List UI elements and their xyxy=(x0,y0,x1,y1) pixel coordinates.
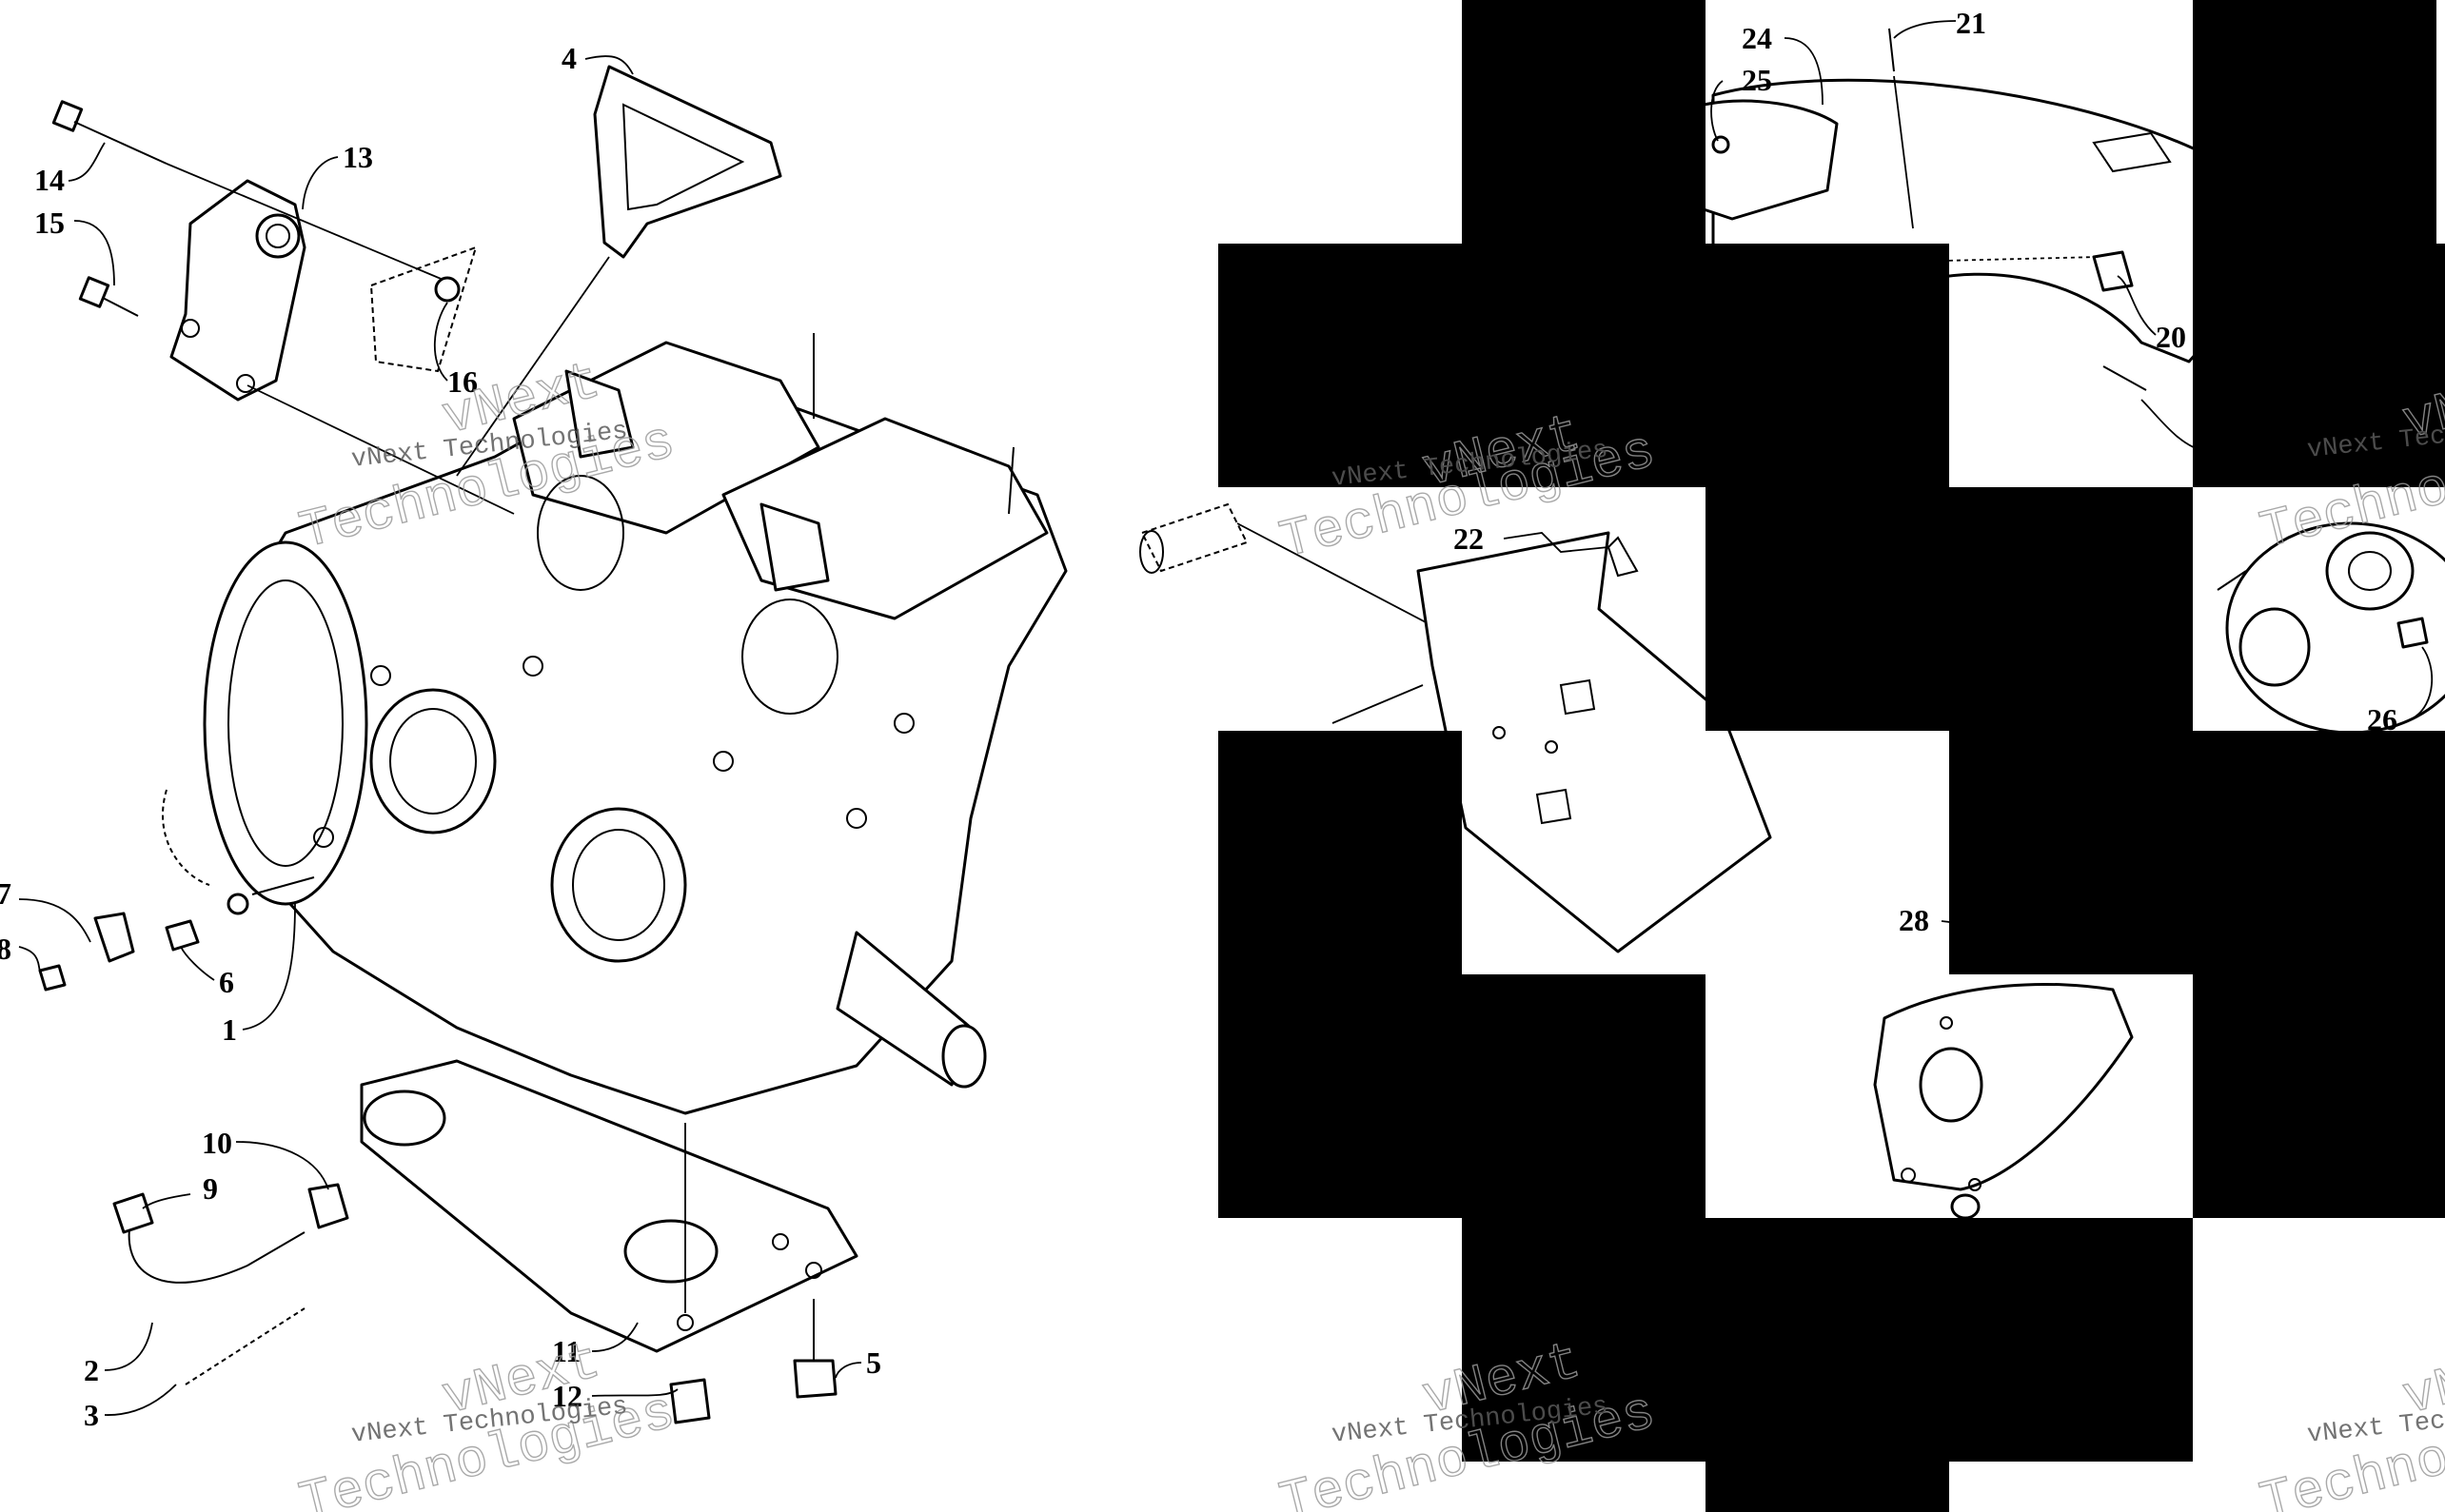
callout-labels: 1 2 3 4 5 6 7 8 9 10 11 12 13 14 15 16 2… xyxy=(0,6,2397,1432)
callout-20: 20 xyxy=(2156,320,2186,354)
callout-12: 12 xyxy=(552,1379,582,1413)
callout-4: 4 xyxy=(562,41,577,75)
watermark-6: vNext Technologies vNext Technologies xyxy=(2254,1330,2445,1512)
callout-14: 14 xyxy=(34,163,65,197)
watermark-4: vNext Technologies vNext Technologies xyxy=(293,1330,681,1512)
callout-7: 7 xyxy=(0,876,11,911)
callout-3: 3 xyxy=(84,1398,99,1432)
callout-15: 15 xyxy=(34,206,65,240)
callout-2: 2 xyxy=(84,1353,99,1387)
callout-21: 21 xyxy=(1956,6,1986,40)
callout-25: 25 xyxy=(1742,63,1772,97)
callout-13: 13 xyxy=(343,140,373,174)
callout-1: 1 xyxy=(222,1012,237,1047)
engine-assembly-drawing xyxy=(38,65,1068,1424)
callout-16: 16 xyxy=(447,364,478,399)
callout-9: 9 xyxy=(203,1171,218,1206)
callout-8: 8 xyxy=(0,932,11,966)
redaction-blocks xyxy=(1218,0,2445,1512)
callout-5: 5 xyxy=(866,1345,881,1380)
callout-6: 6 xyxy=(219,965,234,999)
callout-22: 22 xyxy=(1453,521,1484,556)
callout-10: 10 xyxy=(202,1126,232,1160)
callout-11: 11 xyxy=(552,1334,581,1368)
callout-28: 28 xyxy=(1899,903,1929,937)
callout-leaders xyxy=(18,20,2434,1416)
callout-24: 24 xyxy=(1742,21,1772,55)
